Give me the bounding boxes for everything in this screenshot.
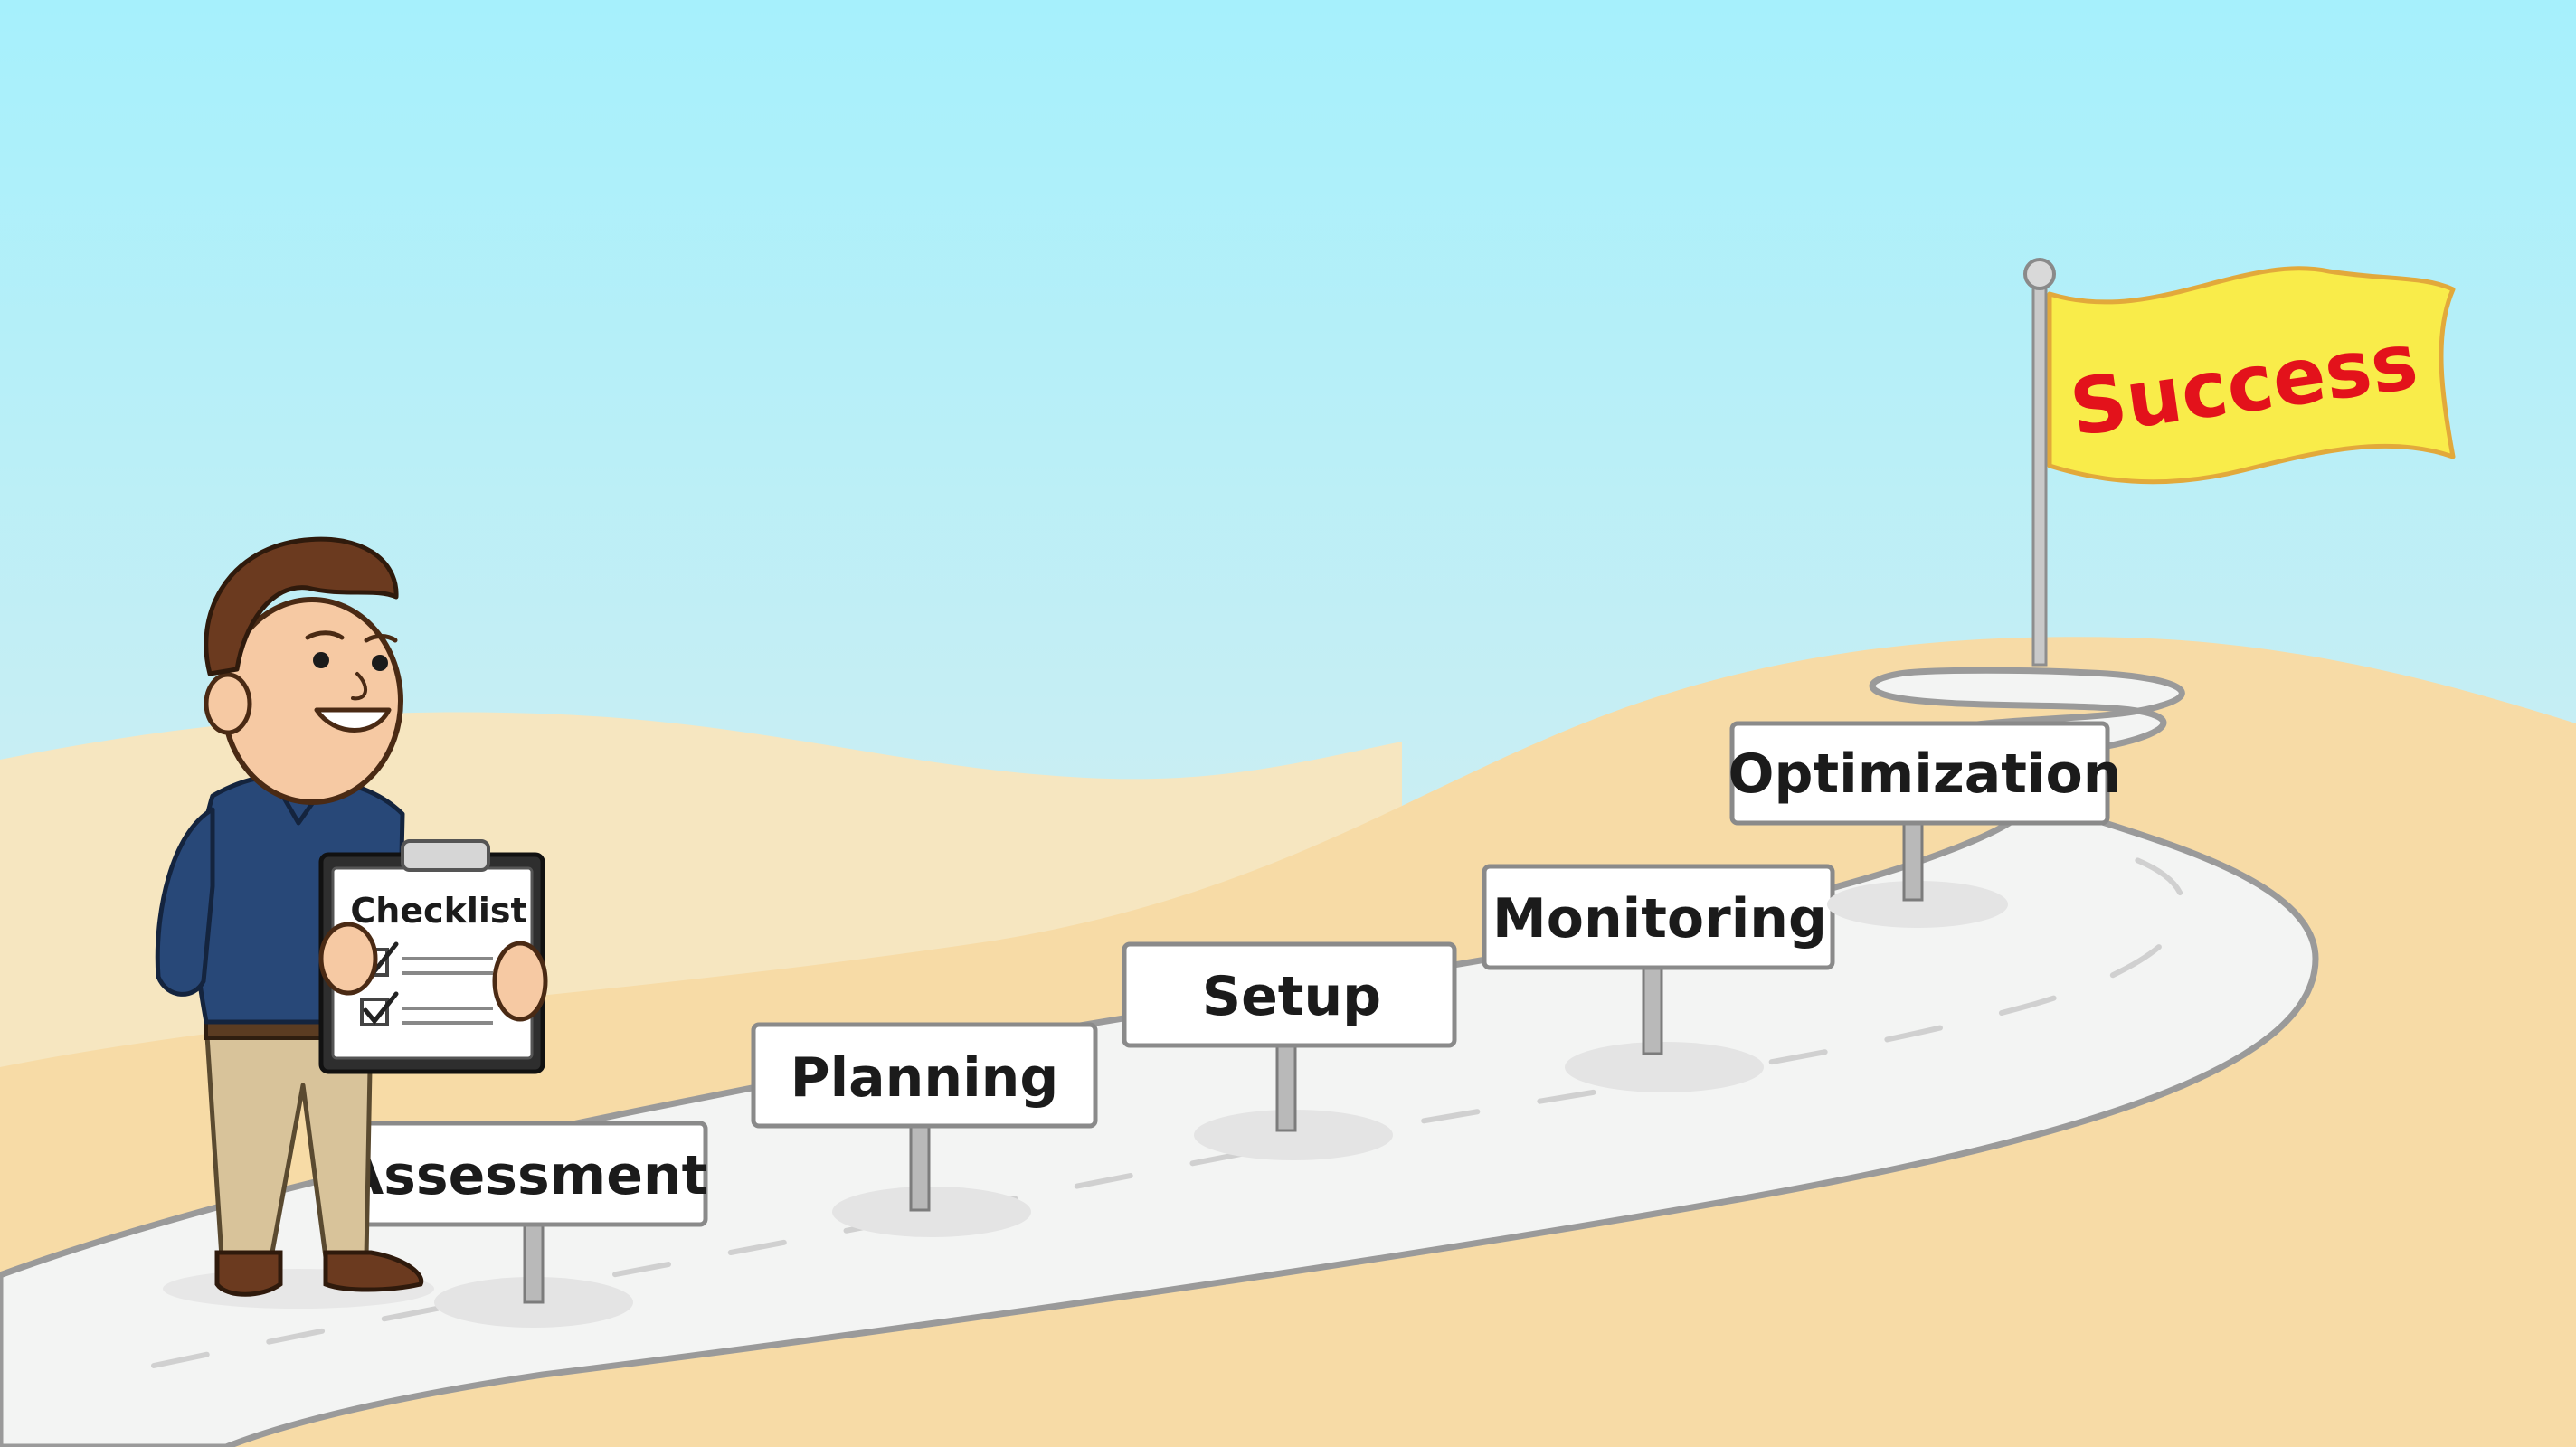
flag-pole-top xyxy=(2023,258,2056,290)
left-eye xyxy=(313,652,329,668)
flag-pole xyxy=(2031,274,2048,667)
smile xyxy=(314,707,392,733)
success-flag: Success xyxy=(2023,258,2456,667)
left-arm xyxy=(155,807,215,997)
right-eyebrow xyxy=(364,634,398,643)
signpost-label: Assessment xyxy=(342,1144,708,1207)
ear xyxy=(204,672,252,735)
signpost-label: Optimization xyxy=(1728,742,2122,806)
flag-cloth xyxy=(2047,266,2456,485)
signpost-label: Planning xyxy=(791,1046,1059,1110)
signpost-board xyxy=(1482,864,1835,970)
check-mark-icon xyxy=(363,991,399,1025)
nose xyxy=(351,672,367,701)
signpost-label: Setup xyxy=(1202,965,1381,1028)
signpost-board xyxy=(1729,721,2110,826)
hair xyxy=(204,536,399,676)
signpost-post xyxy=(909,1120,931,1212)
signpost-board xyxy=(751,1022,1098,1129)
left-eyebrow xyxy=(305,630,345,640)
left-hand xyxy=(318,922,378,996)
signpost-post xyxy=(1275,1038,1297,1132)
signpost-board xyxy=(1122,941,1457,1048)
signpost-label: Monitoring xyxy=(1492,887,1827,950)
signpost-shadow xyxy=(1565,1042,1764,1092)
left-shoe xyxy=(214,1250,283,1297)
clipboard-clip xyxy=(401,839,490,872)
signpost-post xyxy=(1642,961,1663,1055)
signpost-setup: Setup xyxy=(1122,941,1457,1160)
signpost-shadow xyxy=(832,1187,1031,1237)
right-hand xyxy=(492,941,548,1022)
clipboard-title: Checklist xyxy=(350,891,526,931)
signpost-planning: Planning xyxy=(751,1022,1098,1237)
signpost-monitoring: Monitoring xyxy=(1482,864,1835,1092)
person-with-clipboard: Checklist xyxy=(155,536,548,1309)
signpost-post xyxy=(1902,817,1924,902)
checkbox-2 xyxy=(360,998,389,1026)
signpost-shadow xyxy=(1827,881,2008,928)
signpost-assessment: Assessment xyxy=(336,1121,708,1328)
signpost-shadow xyxy=(1194,1110,1393,1160)
path-center-line xyxy=(151,856,2186,1368)
right-shoe xyxy=(323,1250,424,1292)
right-eye xyxy=(372,655,388,671)
signpost-optimization: Optimization xyxy=(1728,721,2122,928)
